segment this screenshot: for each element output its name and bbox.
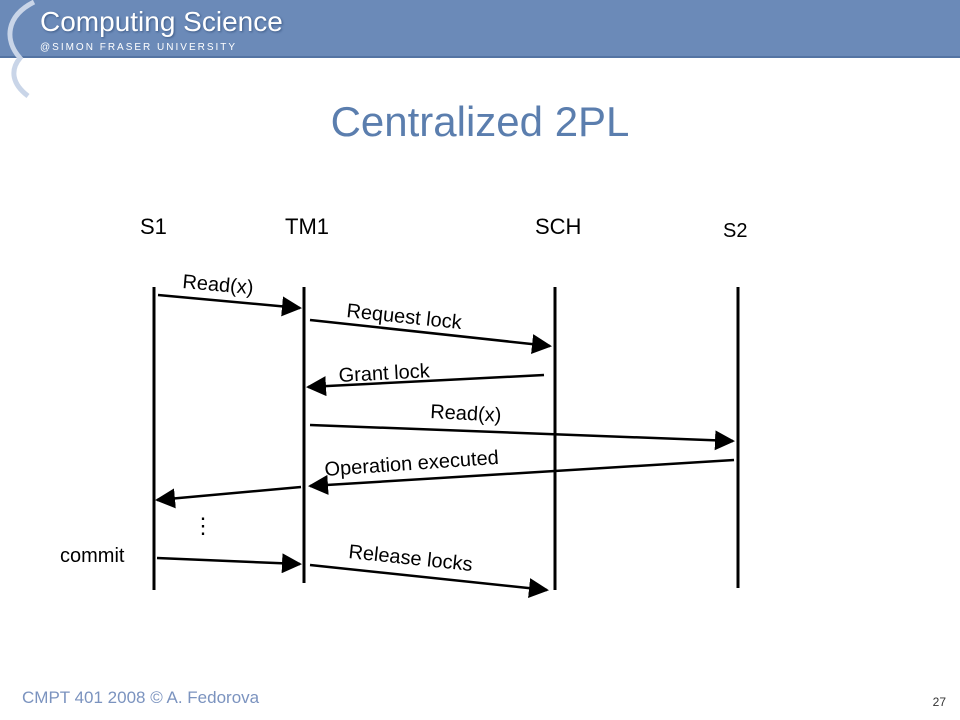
arrow-result-tm1-s1 <box>155 485 302 509</box>
message-label-read-1: Read(x) <box>182 271 255 299</box>
message-label-grant-lock: Grant lock <box>338 360 431 387</box>
footer-course: CMPT 401 2008 © A. Fedorova <box>22 688 260 707</box>
arrow-commit-s1-tm1 <box>156 553 302 574</box>
message-label-read-2: Read(x) <box>430 401 502 427</box>
arrow-request-lock <box>309 318 552 355</box>
commit-label: commit <box>60 545 125 567</box>
brand-title: Computing Science <box>40 6 283 37</box>
header-divider <box>0 56 960 58</box>
swoosh-logo-icon <box>7 0 36 98</box>
participant-s1: S1 <box>140 214 167 239</box>
brand-subtitle: @SIMON FRASER UNIVERSITY <box>40 42 238 53</box>
arrow-read-s1-tm1 <box>157 293 302 317</box>
participant-tm1: TM1 <box>285 214 329 239</box>
arrow-read-tm1-s2 <box>309 423 735 451</box>
arrow-operation-executed <box>308 458 735 495</box>
arrow-grant-lock <box>306 373 545 397</box>
arrow-release-locks <box>309 563 549 599</box>
participant-sch: SCH <box>535 214 581 239</box>
page-number: 27 <box>932 695 946 709</box>
header-bar <box>0 0 960 58</box>
ellipsis: ⋮ <box>192 513 214 538</box>
slide-title: Centralized 2PL <box>330 98 630 145</box>
participant-s2: S2 <box>723 220 747 242</box>
